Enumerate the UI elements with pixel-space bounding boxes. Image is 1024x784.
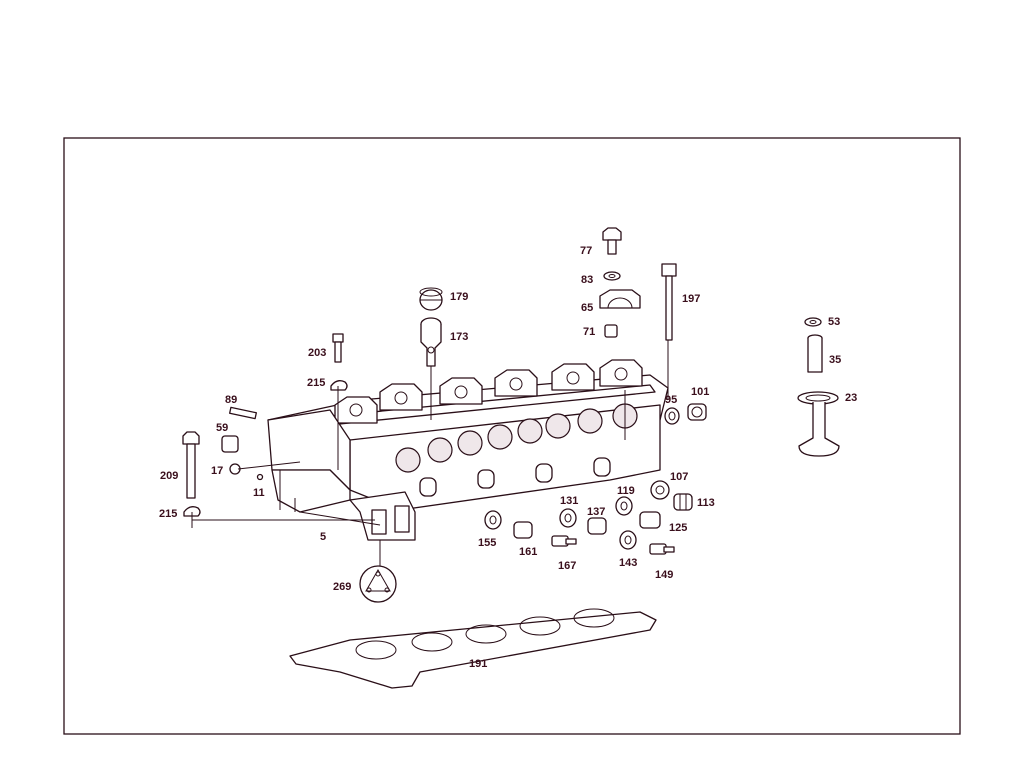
callout-209[interactable]: 209 [160,470,178,482]
callout-215-lower[interactable]: 215 [159,508,177,520]
callout-113[interactable]: 113 [697,497,715,509]
prechamber-173[interactable] [420,317,442,367]
callout-119[interactable]: 119 [617,485,635,497]
sensor-149[interactable] [649,543,675,555]
plug-113[interactable] [673,493,693,511]
port-openings [395,403,638,497]
callout-215-upper[interactable]: 215 [307,377,325,389]
plug-137[interactable] [587,517,607,535]
washer-83[interactable] [603,271,621,281]
callout-23[interactable]: 23 [845,392,857,404]
callout-107[interactable]: 107 [670,471,688,483]
callout-173[interactable]: 173 [450,331,468,343]
leader-lines [191,340,669,566]
callout-59[interactable]: 59 [216,422,228,434]
callout-71[interactable]: 71 [583,326,595,338]
bolt-77[interactable] [602,227,622,255]
sleeve-71[interactable] [604,324,618,338]
seal-95[interactable] [664,407,680,425]
callout-89[interactable]: 89 [225,394,237,406]
bolt-203[interactable] [332,333,344,363]
callout-53[interactable]: 53 [828,316,840,328]
callout-137[interactable]: 137 [587,506,605,518]
callout-101[interactable]: 101 [691,386,709,398]
callout-11[interactable]: 11 [253,487,265,499]
pin-11[interactable] [256,473,264,481]
keeper-53[interactable] [804,317,822,327]
bracket-215-upper[interactable] [330,380,348,391]
callout-161[interactable]: 161 [519,546,537,558]
seal-131[interactable] [559,508,577,528]
head-gasket-191[interactable] [289,608,657,689]
callout-77[interactable]: 77 [580,245,592,257]
valve-23[interactable] [797,391,840,457]
bearing-cap-65[interactable] [599,289,641,309]
cover-269[interactable] [359,565,397,603]
sensor-167[interactable] [551,535,577,547]
callout-17[interactable]: 17 [211,465,223,477]
callout-35[interactable]: 35 [829,354,841,366]
plug-59[interactable] [221,435,239,453]
callout-155[interactable]: 155 [478,537,496,549]
callout-83[interactable]: 83 [581,274,593,286]
cam-bearing-row [334,359,643,424]
bolt-197[interactable] [661,263,677,341]
callout-197[interactable]: 197 [682,293,700,305]
bolt-209[interactable] [182,431,200,499]
plug-125[interactable] [639,511,661,529]
seal-119[interactable] [615,496,633,516]
callout-203[interactable]: 203 [308,347,326,359]
plug-101[interactable] [687,403,707,421]
callout-125[interactable]: 125 [669,522,687,534]
bracket-215-lower[interactable] [183,506,201,517]
callout-179[interactable]: 179 [450,291,468,303]
stud-89[interactable] [229,406,257,420]
callout-65[interactable]: 65 [581,302,593,314]
callout-191[interactable]: 191 [469,658,487,670]
seal-155[interactable] [484,510,502,530]
callout-5[interactable]: 5 [320,531,326,543]
diagram-frame [63,137,961,735]
seal-107[interactable] [650,480,670,500]
injector-nozzle-179[interactable] [419,287,443,311]
callout-167[interactable]: 167 [558,560,576,572]
callout-95[interactable]: 95 [665,394,677,406]
callout-143[interactable]: 143 [619,557,637,569]
callout-131[interactable]: 131 [560,495,578,507]
valve-guide-35[interactable] [807,334,823,373]
seal-143[interactable] [619,530,637,550]
cylinder-head[interactable] [267,359,669,541]
callout-149[interactable]: 149 [655,569,673,581]
plug-161[interactable] [513,521,533,539]
callout-269[interactable]: 269 [333,581,351,593]
callout-labels: 77 83 65 71 197 179 173 203 215 89 59 20… [159,245,857,670]
